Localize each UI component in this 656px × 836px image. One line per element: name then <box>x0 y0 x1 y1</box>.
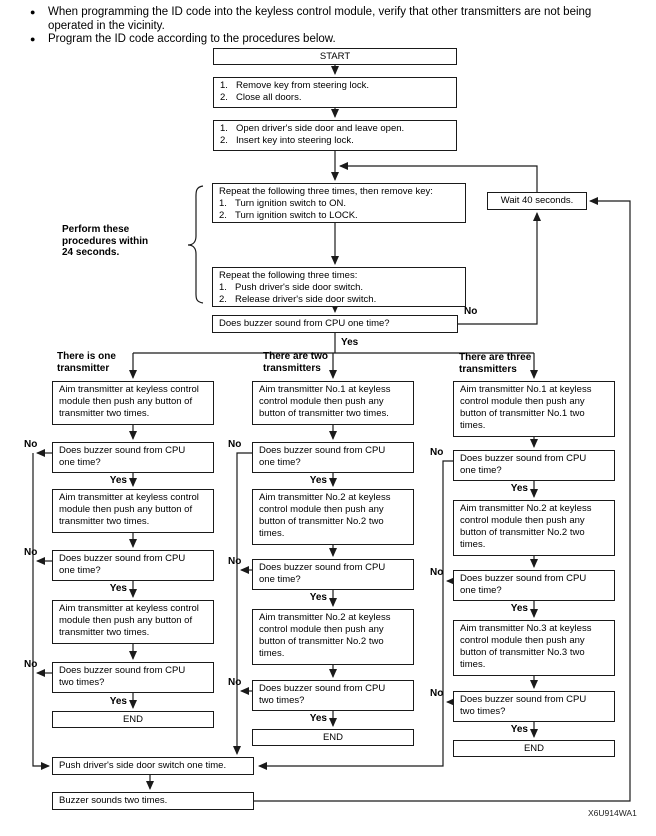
note-bullet-1-text: When programming the ID code into the ke… <box>48 6 592 32</box>
step-open-door: 1.Open driver's side door and leave open… <box>213 120 457 151</box>
wait-40-seconds-node: Wait 40 seconds. <box>487 192 587 210</box>
note-bullet-2: ● Program the ID code according to the p… <box>30 33 645 47</box>
two-label-no-1: No <box>228 439 242 450</box>
note-bullet-1: ● When programming the ID code into the … <box>30 6 645 33</box>
two-label-yes-2: Yes <box>309 592 327 603</box>
one-label-no-3: No <box>24 659 38 670</box>
step-repeat-ignition: Repeat the following three times, then r… <box>212 183 466 223</box>
two-label-yes-3: Yes <box>309 713 327 724</box>
bullet-icon: ● <box>30 34 36 44</box>
two-label-yes-1: Yes <box>309 475 327 486</box>
label-no-main: No <box>464 306 478 317</box>
push-door-switch-node: Push driver's side door switch one time. <box>52 757 254 775</box>
bullet-icon: ● <box>30 7 36 17</box>
two-end-node: END <box>252 729 414 746</box>
three-label-no-2: No <box>430 567 444 578</box>
buzzer-sounds-node: Buzzer sounds two times. <box>52 792 254 810</box>
one-label-yes-1: Yes <box>109 475 127 486</box>
note-bullet-2-text: Program the ID code according to the pro… <box>48 33 336 45</box>
brace <box>187 185 204 304</box>
one-label-no-1: No <box>24 439 38 450</box>
three-label-yes-3: Yes <box>510 724 528 735</box>
step-repeat-door-switch: Repeat the following three times: 1.Push… <box>212 267 466 307</box>
one-label-no-2: No <box>24 547 38 558</box>
step-remove-key: 1.Remove key from steering lock. 2.Close… <box>213 77 457 108</box>
one-label-yes-3: Yes <box>109 696 127 707</box>
label-yes-main: Yes <box>341 337 359 348</box>
three-label-no-3: No <box>430 688 444 699</box>
decision-buzzer-main: Does buzzer sound from CPU one time? <box>212 315 458 333</box>
one-end-node: END <box>52 711 214 728</box>
one-label-yes-2: Yes <box>109 583 127 594</box>
start-node: START <box>213 48 457 65</box>
two-label-no-2: No <box>228 556 242 567</box>
three-end-node: END <box>453 740 615 757</box>
three-label-yes-2: Yes <box>510 603 528 614</box>
three-label-no-1: No <box>430 447 444 458</box>
figure-reference-code: X6U914WA1 <box>588 808 637 818</box>
two-label-no-3: No <box>228 677 242 688</box>
three-label-yes-1: Yes <box>510 483 528 494</box>
